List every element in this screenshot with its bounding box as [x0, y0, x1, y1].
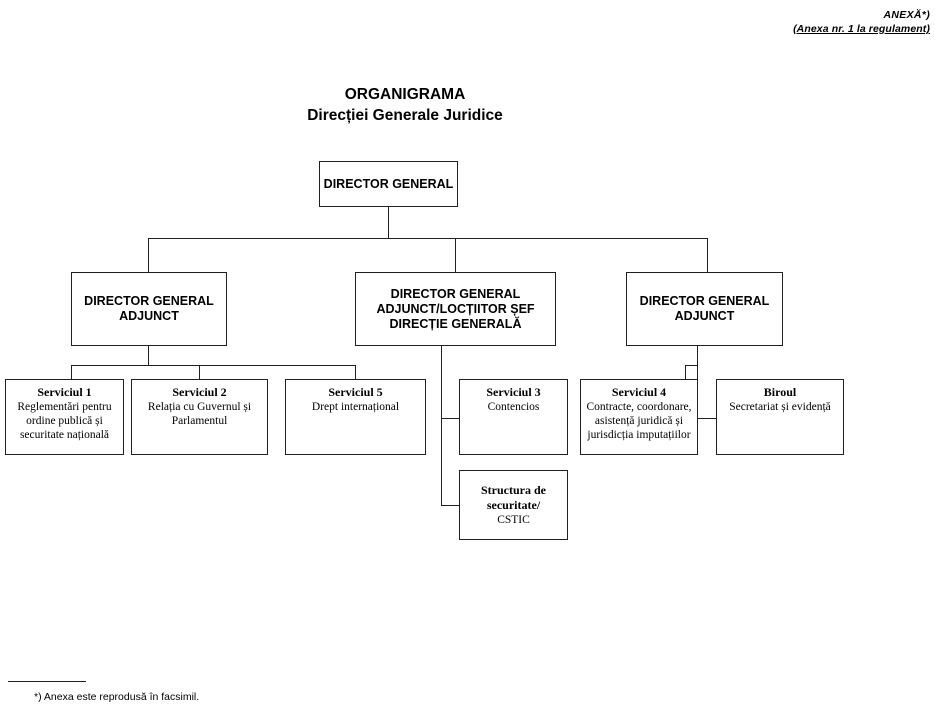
- node-adjunct-right-label: DIRECTOR GENERAL ADJUNCT: [639, 294, 770, 323]
- node-serviciul-4-name: Serviciul 4: [611, 385, 667, 399]
- connector-left-stem: [148, 346, 149, 366]
- node-adjunct-right[interactable]: DIRECTOR GENERAL ADJUNCT: [626, 272, 783, 346]
- node-serviciul-3-desc: Contencios: [487, 401, 540, 413]
- node-serviciul-2-desc: Relația cu Guvernul și Parlamentul: [147, 401, 252, 427]
- node-serviciul-5[interactable]: Serviciul 5 Drept internațional: [285, 379, 426, 455]
- node-structura-securitate-desc: CSTIC: [497, 514, 530, 526]
- footnote-divider: [8, 681, 86, 682]
- node-serviciul-1[interactable]: Serviciul 1 Reglementări pentru ordine p…: [5, 379, 124, 455]
- title-line-2: Direcției Generale Juridice: [307, 107, 503, 124]
- connector-drop-serviciul2: [199, 365, 200, 379]
- connector-drop-serviciul1: [71, 365, 72, 379]
- node-director-general-label: DIRECTOR GENERAL: [323, 176, 454, 191]
- node-structura-securitate[interactable]: Structura de securitate/ CSTIC: [459, 470, 568, 540]
- node-biroul[interactable]: Biroul Secretariat și evidență: [716, 379, 844, 455]
- node-biroul-desc: Secretariat și evidență: [729, 401, 831, 413]
- connector-drop-adjunct-center: [455, 238, 456, 272]
- node-serviciul-4-desc: Contracte, coordonare, asistență juridic…: [586, 401, 692, 441]
- connector-branch-serviciul4: [685, 365, 697, 366]
- node-director-general[interactable]: DIRECTOR GENERAL: [319, 161, 458, 207]
- node-serviciul-1-desc: Reglementări pentru ordine publică și se…: [17, 401, 112, 441]
- node-adjunct-left[interactable]: DIRECTOR GENERAL ADJUNCT: [71, 272, 227, 346]
- node-adjunct-center-label: DIRECTOR GENERAL ADJUNCT/LOCȚIITOR ȘEF D…: [376, 286, 535, 331]
- node-serviciul-1-name: Serviciul 1: [37, 385, 92, 399]
- annex-reference: (Anexa nr. 1 la regulament): [793, 23, 930, 35]
- annex-label: ANEXĂ*): [883, 9, 930, 21]
- node-serviciul-2-name: Serviciul 2: [172, 385, 227, 399]
- node-serviciul-3[interactable]: Serviciul 3 Contencios: [459, 379, 568, 455]
- connector-left-bus: [71, 365, 356, 366]
- connector-branch-biroul: [697, 418, 716, 419]
- node-biroul-name: Biroul: [763, 385, 797, 399]
- node-serviciul-5-name: Serviciul 5: [328, 385, 383, 399]
- annex-note: ANEXĂ*) (Anexa nr. 1 la regulament): [793, 8, 930, 36]
- node-serviciul-3-name: Serviciul 3: [486, 385, 541, 399]
- connector-center-spine: [441, 346, 442, 506]
- node-serviciul-5-desc: Drept internațional: [311, 401, 400, 413]
- connector-dg-stem: [388, 207, 389, 239]
- footnote-text: *) Anexa este reprodusă în facsimil.: [34, 691, 200, 703]
- node-adjunct-left-label: DIRECTOR GENERAL ADJUNCT: [84, 294, 214, 323]
- connector-main-bus: [148, 238, 708, 239]
- node-adjunct-center[interactable]: DIRECTOR GENERAL ADJUNCT/LOCȚIITOR ȘEF D…: [355, 272, 556, 346]
- connector-branch-structura: [441, 505, 459, 506]
- node-structura-securitate-name: Structura de securitate/: [481, 483, 546, 512]
- node-serviciul-2[interactable]: Serviciul 2 Relația cu Guvernul și Parla…: [131, 379, 268, 455]
- connector-drop-adjunct-right: [707, 238, 708, 272]
- connector-drop-serviciul5: [355, 365, 356, 379]
- title-line-1: ORGANIGRAMA: [344, 86, 466, 103]
- connector-drop-adjunct-left: [148, 238, 149, 272]
- node-serviciul-4[interactable]: Serviciul 4 Contracte, coordonare, asist…: [580, 379, 698, 455]
- connector-drop-serviciul4: [685, 365, 686, 379]
- connector-branch-serviciul3: [441, 418, 459, 419]
- page-title: ORGANIGRAMA Direcției Generale Juridice: [0, 84, 810, 126]
